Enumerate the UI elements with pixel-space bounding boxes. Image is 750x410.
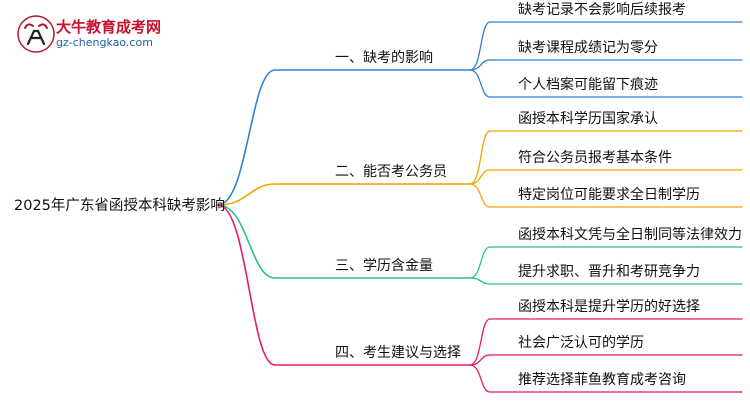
root-node: 2025年广东省函授本科缺考影响 [14, 197, 225, 214]
bull-logo-icon [17, 15, 55, 53]
leaf-node-2-1: 函授本科学历国家承认 [518, 110, 658, 127]
logo-url: gz-chengkao.com [56, 36, 153, 49]
leaf-node-4-3: 推荐选择菲鱼教育成考咨询 [518, 371, 686, 388]
branch-edge-4 [217, 204, 471, 366]
branch-node-1: 一、缺考的影响 [335, 50, 433, 66]
leaf-edge-1-3 [469, 69, 743, 98]
leaf-edge-4-2 [469, 354, 743, 366]
branch-node-4: 四、考生建议与选择 [335, 345, 461, 361]
leaf-edge-2-1 [469, 130, 743, 185]
mind-map-edges [217, 21, 743, 393]
leaf-node-1-3: 个人档案可能留下痕迹 [518, 76, 658, 93]
branch-node-2: 二、能否考公务员 [335, 164, 447, 180]
leaf-edge-1-2 [469, 59, 743, 71]
logo-title: 大牛教育成考网 [56, 18, 162, 36]
leaf-node-3-2: 提升求职、晋升和考研竞争力 [518, 263, 700, 280]
leaf-edge-3-1 [469, 246, 743, 279]
leaf-edge-3-2 [469, 277, 743, 285]
branch-edge-3 [217, 204, 471, 279]
leaf-node-3-1: 函授本科文凭与全日制同等法律效力 [518, 226, 742, 243]
leaf-node-1-1: 缺考记录不会影响后续报考 [518, 1, 686, 18]
mind-map-labels: 2025年广东省函授本科缺考影响 一、缺考的影响 缺考记录不会影响后续报考缺考课程… [14, 1, 742, 388]
leaf-node-2-3: 特定岗位可能要求全日制学历 [518, 186, 700, 203]
leaf-edge-1-1 [469, 21, 743, 71]
branch-edge-1 [217, 69, 471, 206]
leaf-edge-2-2 [469, 169, 743, 185]
leaf-node-2-2: 符合公务员报考基本条件 [518, 149, 672, 166]
branch-node-3: 三、学历含金量 [335, 258, 433, 274]
site-logo[interactable]: 大牛教育成考网 gz-chengkao.com [16, 14, 166, 54]
leaf-node-4-1: 函授本科是提升学历的好选择 [518, 299, 700, 315]
leaf-edge-2-3 [469, 183, 743, 208]
branch-edge-2 [217, 183, 471, 206]
leaf-node-1-2: 缺考课程成绩记为零分 [518, 40, 658, 56]
leaf-edge-4-3 [469, 364, 743, 393]
leaf-edge-4-1 [469, 318, 743, 366]
leaf-node-4-2: 社会广泛认可的学历 [518, 335, 644, 351]
